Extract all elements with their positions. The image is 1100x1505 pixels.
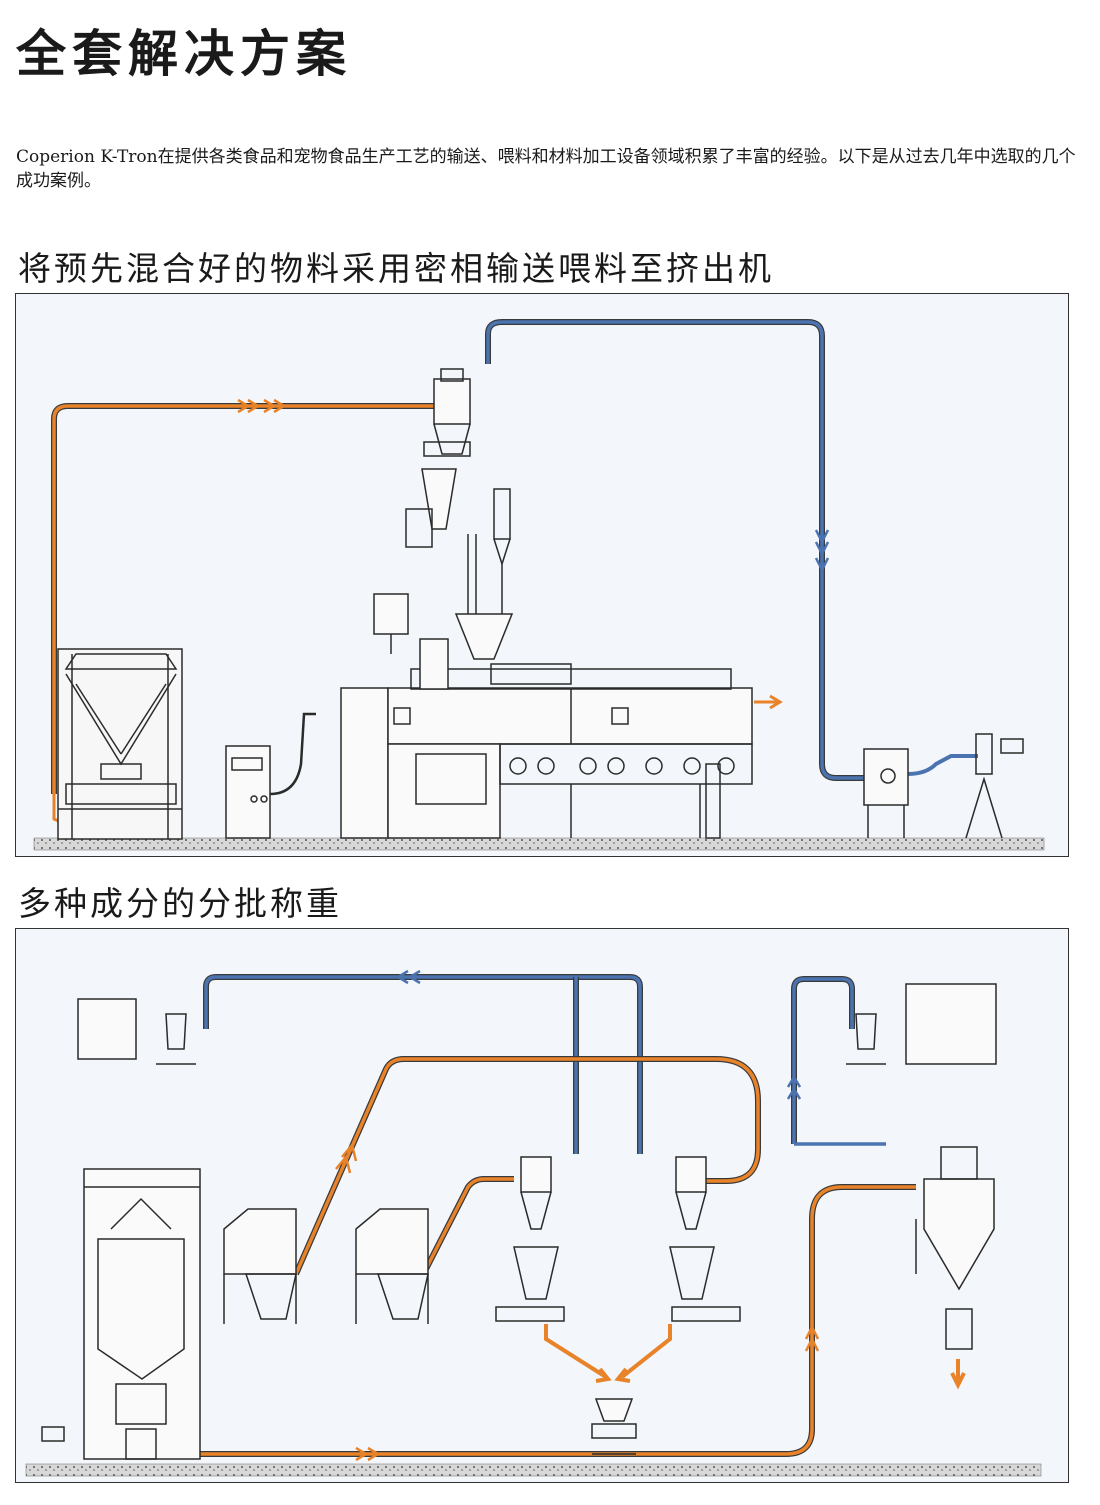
floor [25,1463,1042,1477]
receiver-icon [863,733,1024,839]
arrow-icon [355,1324,820,1462]
section-heading-extruder: 将预先混合好的物料采用密相输送喂料至挤出机 [18,249,774,288]
receiver-icon [495,1156,741,1322]
arrow-icon [335,1142,358,1174]
page-title: 全套解决方案 [16,24,352,83]
extruder-diagram-svg [33,319,1045,851]
floor [33,837,1045,851]
extruder-conveying-diagram [15,293,1069,857]
receiver-icon [77,983,997,1065]
bulk-bag-station-icon [41,1168,201,1460]
batch-weighing-diagram [15,928,1069,1483]
hopper-icon [373,593,449,690]
arrow-icon [544,1324,966,1390]
intro-paragraph: Coperion K-Tron在提供各类食品和宠物食品生产工艺的输送、喂料和材料… [16,147,1076,191]
bulk-bag-station-icon [57,648,183,840]
scale-icon [591,1398,637,1455]
blue-conveying-line [791,976,855,1144]
batch-weighing-svg [25,969,1042,1477]
section-heading-batch-weighing: 多种成分的分批称重 [18,884,342,923]
hopper-icon [223,1208,429,1324]
extruder-icon [340,663,753,839]
receiver-icon [405,368,514,660]
arrow-icon [237,398,287,414]
arrow-icon [754,694,783,710]
arrow-icon [814,529,830,573]
arrow-icon [786,1074,802,1100]
control-cabinet-icon [225,712,316,839]
hopper-icon [915,1146,995,1350]
arrow-icon [395,969,421,985]
